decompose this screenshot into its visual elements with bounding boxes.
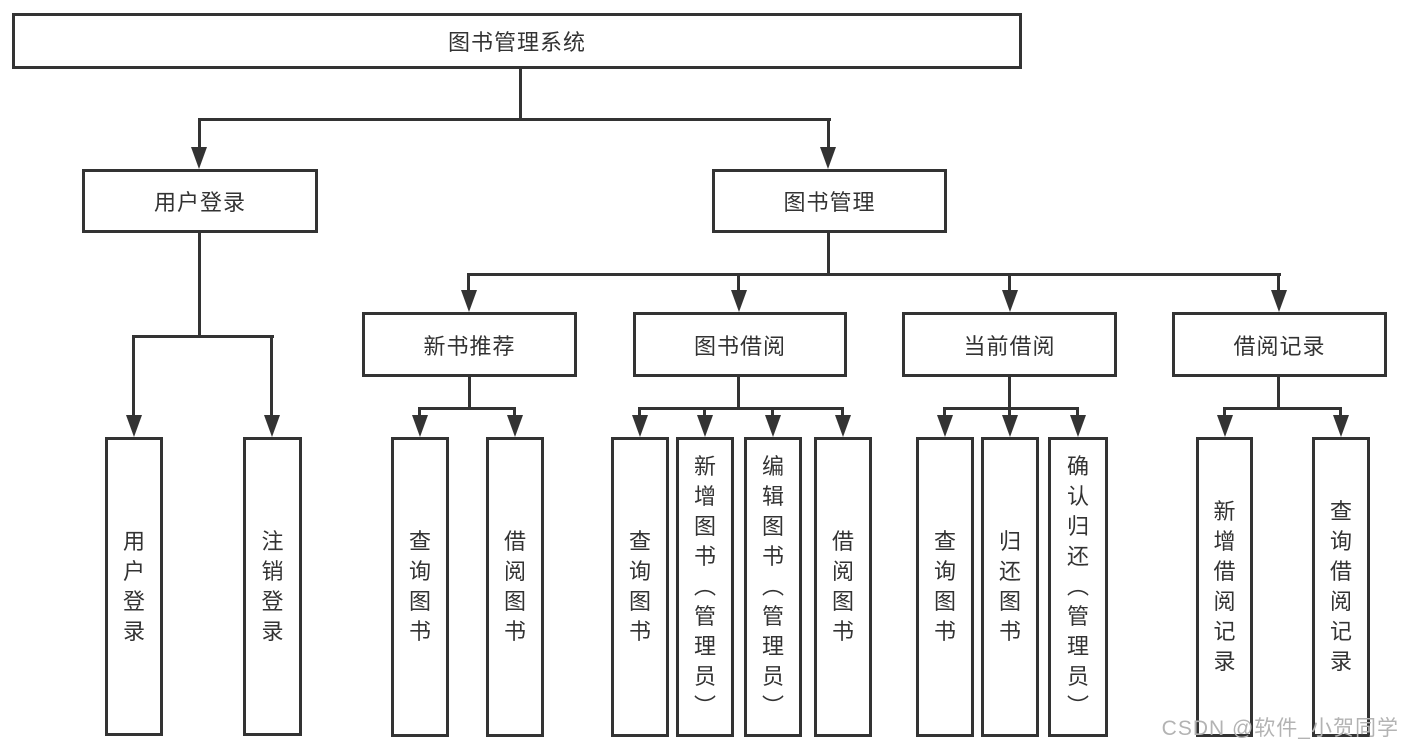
node-library-management-system: 图书管理系统 — [12, 13, 1022, 69]
arrow-down-icon — [1002, 415, 1018, 437]
arrow-down-icon — [835, 415, 851, 437]
connector — [1008, 377, 1011, 407]
connector — [513, 407, 516, 417]
connector — [638, 407, 641, 417]
leaf-confirm-return-admin: 确认归还︵管理员︶ — [1048, 437, 1108, 737]
arrow-down-icon — [191, 147, 207, 169]
leaf-query-books-borrow: 查询图书 — [611, 437, 669, 737]
connector — [1008, 273, 1011, 292]
connector — [1339, 407, 1342, 417]
leaf-add-borrow-record: 新增借阅记录 — [1196, 437, 1253, 737]
watermark: CSDN @软件_小贺同学 — [1161, 717, 1399, 740]
connector — [827, 118, 830, 149]
connector — [519, 68, 522, 118]
connector — [418, 407, 421, 417]
connector — [418, 407, 516, 410]
connector — [638, 407, 844, 410]
connector — [1277, 273, 1280, 292]
leaf-logout: 注销登录 — [243, 437, 302, 736]
arrow-down-icon — [765, 415, 781, 437]
node-book-management: 图书管理 — [712, 169, 947, 233]
node-current-borrowing: 当前借阅 — [902, 312, 1117, 377]
arrow-down-icon — [126, 415, 142, 437]
leaf-query-books-current: 查询图书 — [916, 437, 974, 737]
leaf-borrow-books: 借阅图书 — [814, 437, 872, 737]
arrow-down-icon — [1070, 415, 1086, 437]
connector — [943, 407, 1079, 410]
leaf-query-books-recommend: 查询图书 — [391, 437, 449, 737]
connector — [771, 407, 774, 417]
connector — [198, 118, 201, 149]
arrow-down-icon — [507, 415, 523, 437]
arrow-down-icon — [264, 415, 280, 437]
connector — [943, 407, 946, 417]
connector — [468, 377, 471, 407]
connector — [270, 335, 273, 417]
leaf-edit-book-admin: 编辑图书︵管理员︶ — [744, 437, 802, 737]
connector — [737, 273, 740, 292]
arrow-down-icon — [1271, 290, 1287, 312]
arrow-down-icon — [1333, 415, 1349, 437]
node-new-book-recommendation: 新书推荐 — [362, 312, 577, 377]
connector — [1223, 407, 1342, 410]
connector — [703, 407, 706, 417]
arrow-down-icon — [412, 415, 428, 437]
leaf-user-login: 用户登录 — [105, 437, 163, 736]
arrow-down-icon — [731, 290, 747, 312]
arrow-down-icon — [937, 415, 953, 437]
connector — [841, 407, 844, 417]
connector — [737, 377, 740, 407]
connector — [132, 335, 274, 338]
node-book-borrowing: 图书借阅 — [633, 312, 847, 377]
connector — [1008, 407, 1011, 417]
leaf-borrow-books-recommend: 借阅图书 — [486, 437, 544, 737]
connector — [1277, 376, 1280, 407]
arrow-down-icon — [461, 290, 477, 312]
connector — [1076, 407, 1079, 417]
connector — [198, 118, 831, 121]
arrow-down-icon — [1217, 415, 1233, 437]
arrow-down-icon — [697, 415, 713, 437]
connector — [132, 335, 135, 417]
connector — [467, 273, 1281, 276]
node-user-login: 用户登录 — [82, 169, 318, 233]
leaf-query-borrow-record: 查询借阅记录 — [1312, 437, 1370, 737]
arrow-down-icon — [820, 147, 836, 169]
leaf-add-book-admin: 新增图书︵管理员︶ — [676, 437, 734, 737]
connector — [198, 233, 201, 335]
connector — [1223, 407, 1226, 417]
arrow-down-icon — [1002, 290, 1018, 312]
arrow-down-icon — [632, 415, 648, 437]
connector — [827, 233, 830, 273]
node-borrowing-records: 借阅记录 — [1172, 312, 1387, 377]
leaf-return-book: 归还图书 — [981, 437, 1039, 737]
connector — [467, 273, 470, 292]
